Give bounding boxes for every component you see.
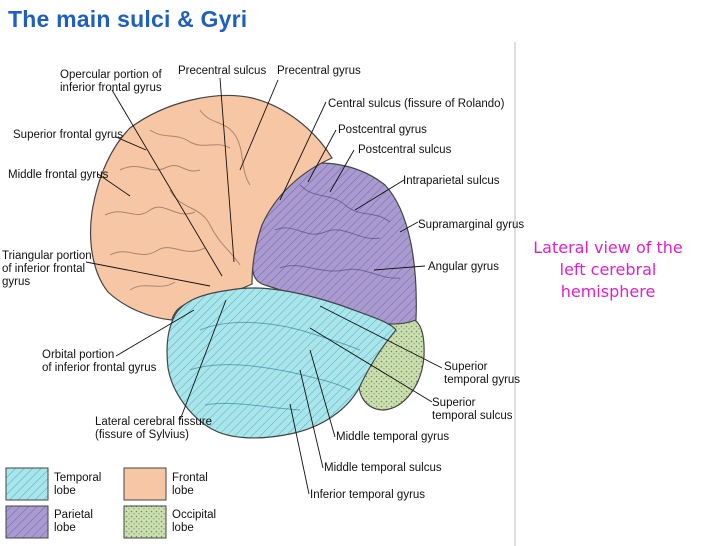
label-angular: Angular gyrus bbox=[428, 261, 499, 273]
legend-swatch-parietal bbox=[5, 505, 49, 539]
label-lateral-fissure: Lateral cerebral fissure(fissure of Sylv… bbox=[95, 416, 212, 441]
frontal-lobe bbox=[89, 95, 333, 321]
label-central-sulcus: Central sulcus (fissure of Rolando) bbox=[328, 98, 505, 110]
legend-swatch-temporal bbox=[5, 467, 49, 501]
label-middle-frontal: Middle frontal gyrus bbox=[8, 169, 109, 181]
label-middle-temporal-sulcus: Middle temporal sulcus bbox=[324, 462, 442, 474]
label-precentral-gyrus: Precentral gyrus bbox=[277, 65, 361, 77]
label-middle-temporal-gyrus: Middle temporal gyrus bbox=[336, 431, 449, 443]
label-supramarginal: Supramarginal gyrus bbox=[418, 219, 524, 231]
caption-line-1: Lateral view of the bbox=[533, 238, 683, 257]
caption-line-3: hemisphere bbox=[560, 282, 656, 301]
caption-line-2: left cerebral bbox=[559, 260, 657, 279]
slide-title: The main sulci & Gyri bbox=[8, 6, 248, 32]
temporal-lobe bbox=[166, 287, 397, 439]
caption: Lateral view of the left cerebral hemisp… bbox=[508, 237, 708, 303]
legend-swatch-occipital bbox=[123, 505, 167, 539]
label-postcentral-gyrus: Postcentral gyrus bbox=[338, 124, 427, 136]
label-precentral-sulcus: Precentral sulcus bbox=[178, 65, 266, 77]
label-intraparietal: Intraparietal sulcus bbox=[403, 175, 500, 187]
label-postcentral-sulcus: Postcentral sulcus bbox=[358, 144, 452, 156]
temporal-texture bbox=[189, 321, 361, 411]
legend-swatch-frontal bbox=[123, 467, 167, 501]
gyri-texture bbox=[104, 109, 251, 291]
parietal-texture bbox=[274, 184, 401, 279]
leader-lines bbox=[85, 77, 443, 495]
label-superior-frontal: Superior frontal gyrus bbox=[13, 129, 123, 141]
label-inferior-temporal-gyrus: Inferior temporal gyrus bbox=[310, 489, 425, 501]
